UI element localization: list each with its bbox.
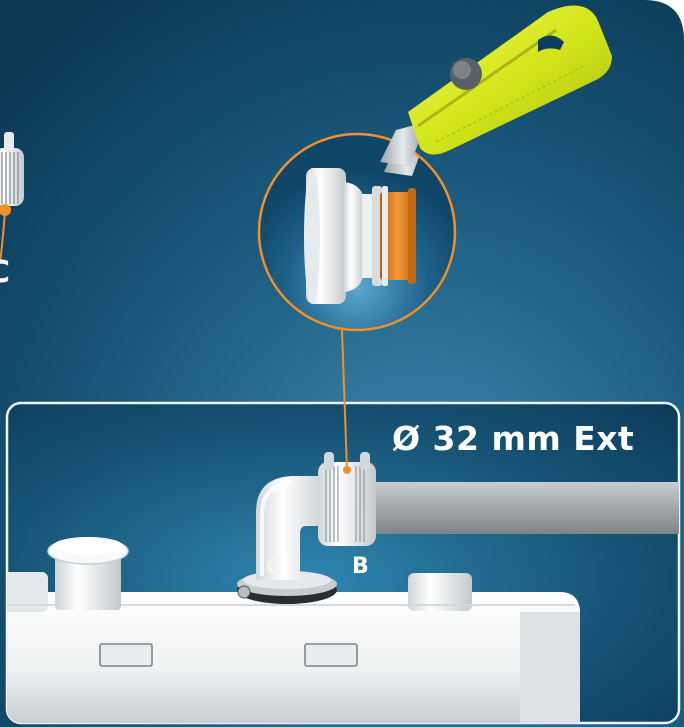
magnified-detail xyxy=(257,132,457,332)
utility-knife xyxy=(380,5,612,166)
elbow-fitting xyxy=(237,452,376,604)
diameter-label: Ø 32 mm Ext xyxy=(392,419,635,458)
part-b-label: B xyxy=(352,554,369,579)
clamp-fitting-partial xyxy=(0,132,24,263)
grey-pipe xyxy=(372,482,679,534)
part-c-label-top: C xyxy=(0,258,10,288)
callout-line xyxy=(341,329,348,471)
pump-unit xyxy=(7,537,580,723)
part-c-label-bottom: C xyxy=(266,555,283,580)
